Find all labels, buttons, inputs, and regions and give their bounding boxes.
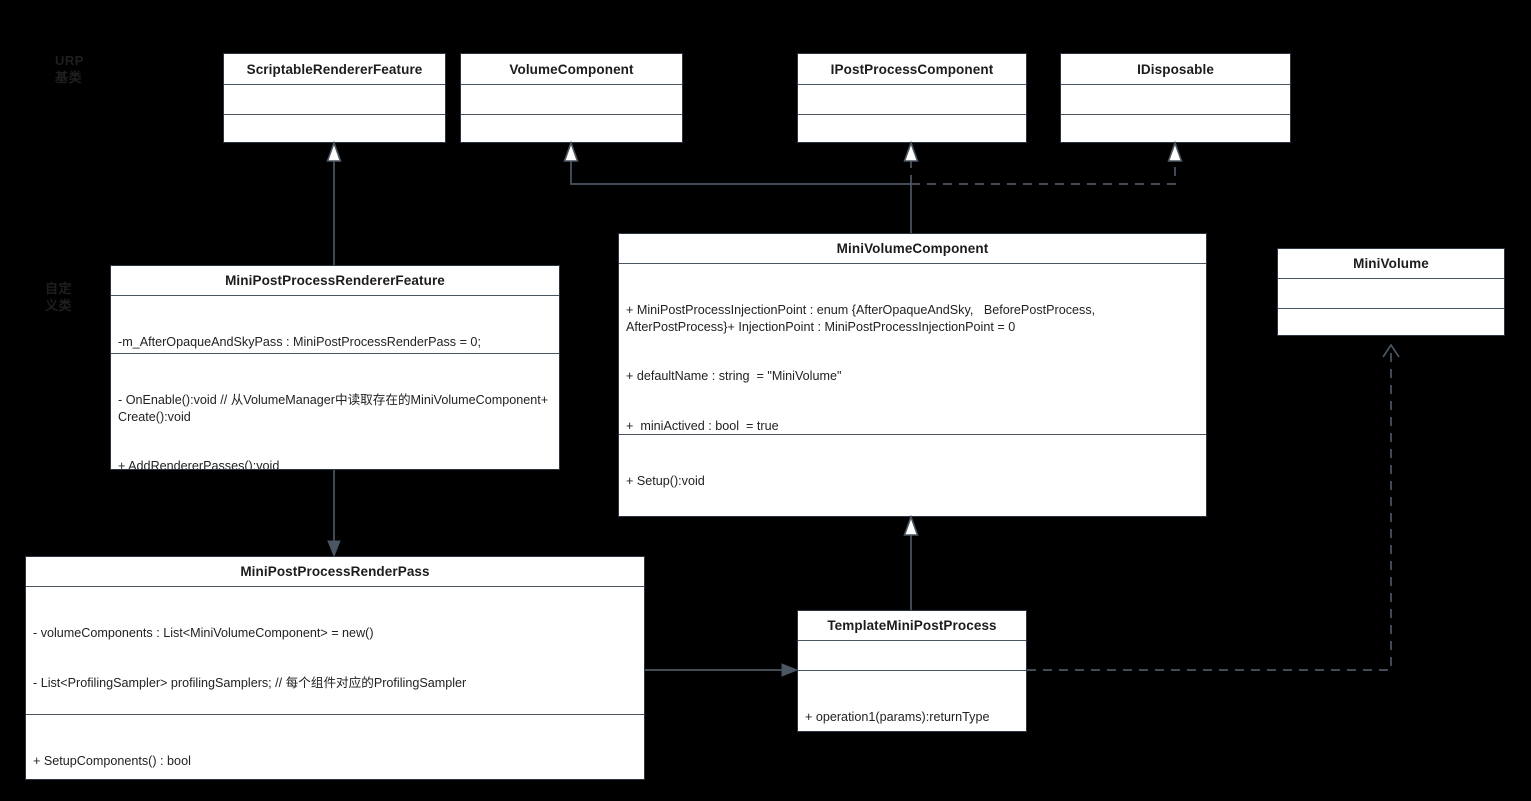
class-operations-mini-volume [1278, 308, 1504, 335]
class-title-volume-component: VolumeComponent [509, 61, 634, 77]
edge-minivolumecomponent-implements-idisposable [911, 140, 1183, 185]
attribute-line: + miniActived : bool = true [626, 418, 779, 433]
class-attributes-mini-volume-component: + MiniPostProcessInjectionPoint : enum {… [619, 263, 1206, 434]
class-operations-idisposable [1061, 114, 1290, 142]
class-box-idisposable[interactable]: IDisposable [1060, 53, 1291, 143]
class-box-volume-component[interactable]: VolumeComponent [460, 53, 683, 143]
edge-minivolumecomponent-inherits-volumecomponent [563, 140, 912, 233]
edge-renderpass-uses-template [645, 663, 799, 677]
operation-line: + SetupComponents() : bool [33, 754, 191, 768]
attribute-line: - volumeComponents : List<MiniVolumeComp… [33, 626, 374, 640]
operation-line: + Setup():void [626, 474, 705, 488]
class-operations-template-mini-postprocess: + operation1(params):returnType - operat… [798, 670, 1026, 731]
class-box-ipostprocess-component[interactable]: IPostProcessComponent [797, 53, 1027, 143]
class-box-template-mini-postprocess[interactable]: TemplateMiniPostProcess + operation1(par… [797, 610, 1027, 732]
class-attributes-template-mini-postprocess [798, 640, 1026, 670]
class-attributes-idisposable [1061, 84, 1290, 114]
operation-line: - OnEnable():void // 从VolumeManager中读取存在… [118, 393, 552, 424]
class-operations-mini-postprocess-renderer-feature: - OnEnable():void // 从VolumeManager中读取存在… [111, 353, 559, 469]
class-attributes-ipostprocess-component [798, 84, 1026, 114]
class-attributes-scriptable-renderer-feature [224, 84, 445, 114]
class-box-mini-postprocess-renderer-feature[interactable]: MiniPostProcessRendererFeature -m_AfterO… [110, 265, 560, 470]
class-title-template-mini-postprocess: TemplateMiniPostProcess [827, 618, 997, 633]
class-box-scriptable-renderer-feature[interactable]: ScriptableRendererFeature [223, 53, 446, 143]
class-operations-volume-component [461, 114, 682, 142]
attribute-line: + MiniPostProcessInjectionPoint : enum {… [626, 303, 1098, 334]
class-attributes-mini-postprocess-renderer-feature: -m_AfterOpaqueAndSkyPass : MiniPostProce… [111, 295, 559, 353]
class-box-mini-volume-component[interactable]: MiniVolumeComponent + MiniPostProcessInj… [618, 233, 1207, 517]
class-operations-ipostprocess-component [798, 114, 1026, 142]
attribute-line: - List<ProfilingSampler> profilingSample… [33, 675, 467, 690]
class-title-mini-volume-component: MiniVolumeComponent [836, 241, 989, 256]
class-title-scriptable-renderer-feature: ScriptableRendererFeature [246, 61, 423, 77]
lane-label-custom: 自定 义类 [45, 281, 73, 313]
class-title-ipostprocess-component: IPostProcessComponent [830, 61, 994, 77]
class-title-idisposable: IDisposable [1137, 61, 1214, 77]
operation-line: + AddRendererPasses():void [118, 459, 280, 469]
class-attributes-mini-volume: // 后处理目录，略 [1278, 278, 1504, 308]
edge-minivolumecomponent-implements-ipostprocesscomponent [903, 140, 919, 184]
class-title-mini-volume: MiniVolume [1353, 256, 1429, 271]
class-title-mini-postprocess-renderer-feature: MiniPostProcessRendererFeature [225, 273, 445, 288]
class-title-mini-postprocess-render-pass: MiniPostProcessRenderPass [240, 564, 430, 579]
class-attributes-volume-component [461, 84, 682, 114]
class-box-mini-volume[interactable]: MiniVolume // 后处理目录，略 [1277, 248, 1505, 336]
operation-line: + operation1(params):returnType [805, 710, 990, 724]
edge-feature-creates-renderpass [327, 470, 341, 558]
attribute-line: + defaultName : string = "MiniVolume" [626, 369, 842, 383]
edge-template-inherits-minivolumecomponent [903, 514, 919, 610]
class-operations-mini-volume-component: + Setup():void +Render(CommandBuffer cmd… [619, 434, 1206, 516]
class-attributes-mini-postprocess-render-pass: - volumeComponents : List<MiniVolumeComp… [26, 586, 644, 714]
class-box-mini-postprocess-render-pass[interactable]: MiniPostProcessRenderPass - volumeCompon… [25, 556, 645, 780]
lane-label-urp-base: URP 基类 [55, 53, 84, 85]
attribute-line: -m_AfterOpaqueAndSkyPass : MiniPostProce… [118, 335, 481, 349]
edge-feature-inherits-scriptable-renderer-feature [326, 140, 342, 265]
class-operations-scriptable-renderer-feature [224, 114, 445, 142]
class-operations-mini-postprocess-render-pass: + SetupComponents() : bool + Setup(Rende… [26, 714, 644, 779]
